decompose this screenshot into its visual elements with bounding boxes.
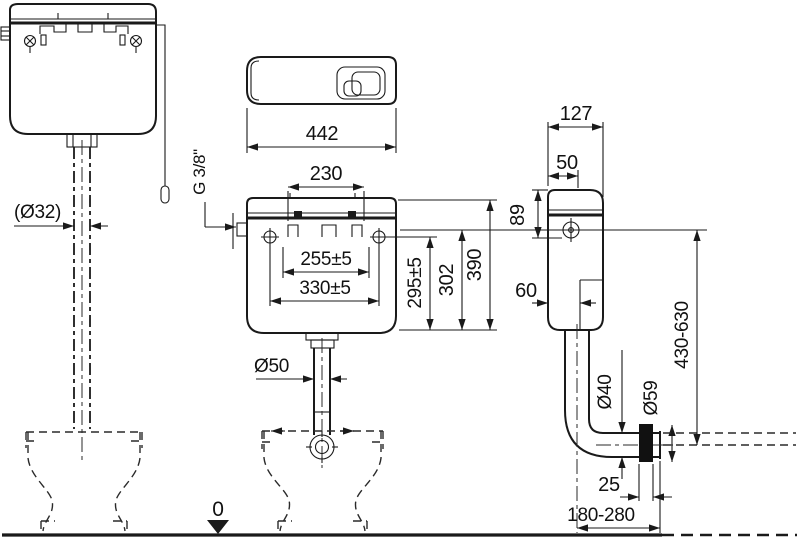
dim-label-top-hole-spacing: 230 [310, 163, 343, 185]
mounting-screw-left [23, 34, 47, 53]
dim-top-hole-spacing: 230 [287, 163, 365, 221]
dim-label-outlet-dia-59: Ø59 [641, 380, 662, 415]
dim-label-lid-height: 89 [507, 204, 529, 226]
keyhole-slot-right [351, 224, 363, 237]
dim-label-reach-range: 180-280 [567, 505, 635, 526]
mounting-hole-right [370, 228, 388, 246]
wc-bowl-phantom-left [25, 431, 143, 532]
lid-screw-left [294, 211, 302, 217]
dim-label-depth: 127 [560, 103, 593, 125]
dim-outlet-dia-50: Ø50 [254, 356, 347, 383]
dim-pipe-dia-40: Ø40 [595, 350, 626, 479]
dim-label-button-offset: 50 [556, 152, 578, 174]
dim-reach-range: 180-280 [567, 461, 661, 533]
dim-inlet-thread: G 3/8" [190, 149, 236, 231]
mounting-hole-left [261, 228, 279, 246]
dim-label-height-overall: 390 [464, 249, 486, 282]
lid-screw-right [348, 211, 356, 217]
dim-label-pipe-dia-32: (Ø32) [14, 202, 61, 223]
flush-button-small [343, 80, 362, 97]
vertical-dimensions: 295±5 302 390 [386, 199, 707, 331]
dim-label-pipe-length-range: 430-630 [672, 301, 693, 369]
dim-outlet-dia-59: Ø59 [641, 380, 676, 462]
inlet-fitting [232, 213, 248, 249]
dim-label-bracket-offset: 25 [598, 474, 620, 496]
dim-hole-spacing-outer: 330±5 [269, 246, 380, 306]
tank-side-outline [547, 189, 604, 331]
flush-button-large [351, 71, 381, 96]
dim-overall-width: 442 [246, 108, 397, 153]
cistern-body-outline [9, 3, 157, 135]
keyhole-slot-middle [321, 224, 337, 237]
inlet-valve-side [562, 218, 580, 242]
dim-label-inlet-thread: G 3/8" [190, 149, 209, 195]
dim-button-offset: 50 [548, 152, 579, 188]
flush-button-outline [336, 66, 386, 100]
dim-pipe-dia-32: (Ø32) [14, 202, 108, 230]
ground-datum: 0 [2, 498, 797, 537]
pull-rod [156, 24, 170, 204]
dim-label-hole-spacing-inner: 255±5 [300, 249, 351, 270]
outlet-pipe [313, 338, 331, 468]
dim-label-base-depth: 60 [515, 280, 537, 302]
dim-bracket-offset: 25 [598, 464, 672, 501]
wc-bowl-phantom-middle [261, 427, 384, 532]
dim-label-height-to-holes: 295±5 [405, 257, 426, 308]
mechanism-sketch [39, 23, 129, 34]
dim-label-overall-width: 442 [306, 123, 339, 145]
flush-pipe [73, 140, 91, 460]
lid-top-view [246, 56, 397, 105]
mounting-screw-right [119, 34, 143, 53]
datum-triangle-icon [207, 520, 229, 534]
dim-hole-spacing-inner: 255±5 [282, 247, 370, 278]
wall-bracket-left [0, 26, 11, 41]
dim-lid-height: 89 [507, 189, 562, 239]
side-view: 127 50 89 60 [507, 103, 796, 533]
flush-bend-pipe [564, 324, 683, 533]
dim-label-outlet-dia-50: Ø50 [254, 356, 289, 377]
dim-label-pipe-dia-40: Ø40 [595, 374, 616, 409]
left-view: (Ø32) [0, 3, 170, 532]
dim-label-hole-spacing-outer: 330±5 [299, 278, 350, 299]
datum-zero-label: 0 [212, 498, 223, 521]
keyhole-slot-left [287, 224, 299, 237]
dim-base-depth: 60 [515, 280, 596, 307]
dim-label-height-mid: 302 [436, 264, 458, 297]
pipe-wall-bracket [639, 424, 653, 462]
dim-pipe-length-range: 430-630 [663, 230, 796, 446]
donut-seal [306, 431, 338, 463]
front-view: 442 G 3/8" [190, 56, 707, 532]
tank-front-outline [246, 197, 397, 334]
dim-depth: 127 [547, 103, 604, 197]
